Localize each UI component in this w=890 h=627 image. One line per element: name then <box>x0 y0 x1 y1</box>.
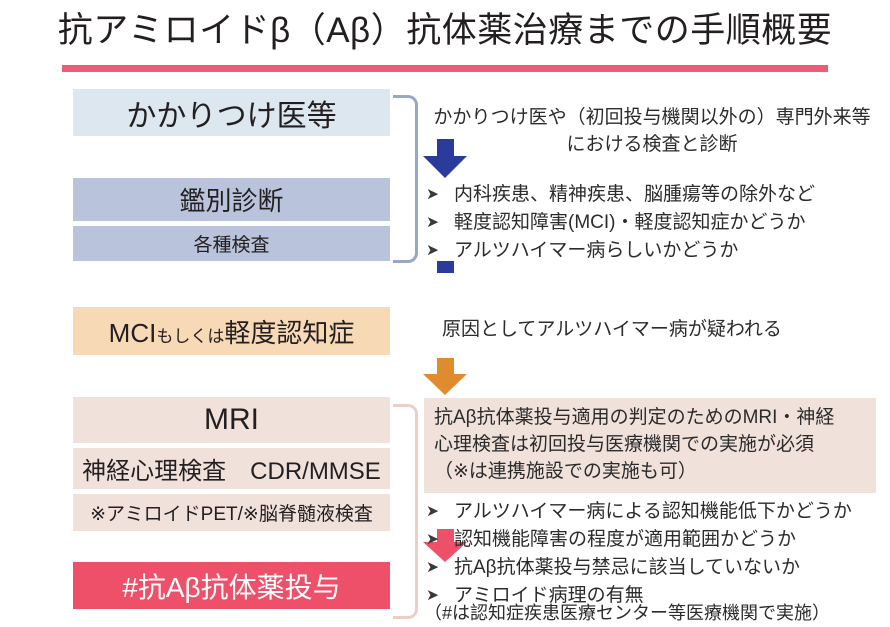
flow-box-differential-diagnosis-label: 鑑別診断 <box>179 186 284 216</box>
flow-box-mri-label: MRI <box>204 403 259 436</box>
list-item: 内科疾患、精神疾患、脳腫瘍等の除外など <box>424 181 815 209</box>
note-mri-requirement: 抗Aβ抗体薬投与適用の判定のためのMRI・神経 心理検査は初回投与医療機関での実… <box>424 398 876 493</box>
flow-box-mci-main: MCI <box>108 317 157 348</box>
flow-box-antibody-administration-label: #抗Aβ抗体薬投与 <box>122 571 341 603</box>
flow-box-mci-tail: 軽度認知症 <box>224 317 355 348</box>
note-primary-care-line2: における検査と診断 <box>566 134 738 155</box>
note-mci-cause: 原因としてアルツハイマー病が疑われる <box>442 319 782 340</box>
bullet-list-diagnosis: 内科疾患、精神疾患、脳腫瘍等の除外など 軽度認知障害(MCI)・軽度認知症かどう… <box>424 181 815 265</box>
title-underline-rule <box>62 65 828 72</box>
list-item: 抗Aβ抗体薬投与禁忌に該当していないか <box>424 554 852 582</box>
arrow-head <box>423 156 467 178</box>
bracket-diagnosis-group <box>393 95 418 263</box>
bracket-treatment-group <box>393 404 418 619</box>
list-item: 認知機能障害の程度が適用範囲かどうか <box>424 526 852 554</box>
arrow-down-blue <box>423 139 467 178</box>
arrow-head <box>423 374 467 395</box>
flow-box-neuropsych-test: 神経心理検査 CDR/MMSE <box>73 448 390 489</box>
list-item: アルツハイマー病による認知機能低下かどうか <box>424 498 852 526</box>
flow-box-primary-care: かかりつけ医等 <box>73 89 390 136</box>
arrow-shaft <box>436 358 454 374</box>
flow-box-differential-diagnosis: 鑑別診断 <box>73 178 390 221</box>
flow-box-neuropsych-test-label: 神経心理検査 CDR/MMSE <box>82 458 381 485</box>
note-footnote-hash: （#は認知症疾患医療センター等医療機関で実施） <box>424 603 831 623</box>
list-item: アルツハイマー病らしいかどうか <box>424 237 815 265</box>
bullet-list-eligibility: アルツハイマー病による認知機能低下かどうか 認知機能障害の程度が適用範囲かどうか… <box>424 498 852 610</box>
note-primary-care-line1: かかりつけ医や（初回投与機関以外の）専門外来等 <box>433 107 871 128</box>
list-item: アミロイド病理の有無 <box>424 582 852 610</box>
arrow-shaft <box>436 139 454 156</box>
flow-box-amyloid-pet-csf: ※アミロイドPET/※脳脊髄液検査 <box>73 494 390 531</box>
flow-box-amyloid-pet-csf-label: ※アミロイドPET/※脳脊髄液検査 <box>90 504 373 525</box>
flow-box-mci: MCIもしくは軽度認知症 <box>73 307 390 355</box>
flow-box-mci-mid: もしくは <box>156 326 225 346</box>
page-title-text: 抗アミロイドβ（Aβ）抗体薬治療までの手順概要 <box>57 11 833 50</box>
flow-box-primary-care-label: かかりつけ医等 <box>126 99 337 133</box>
flow-box-various-exams: 各種検査 <box>73 226 390 261</box>
note-mri-requirement-line3: （※は連携施設での実施も可） <box>434 461 697 482</box>
flow-box-various-exams-label: 各種検査 <box>193 235 270 256</box>
note-mri-requirement-line1: 抗Aβ抗体薬投与適用の判定のためのMRI・神経 <box>434 407 835 428</box>
flow-box-antibody-administration: #抗Aβ抗体薬投与 <box>73 562 390 609</box>
list-item: 軽度認知障害(MCI)・軽度認知症かどうか <box>424 209 815 237</box>
note-primary-care: かかりつけ医や（初回投与機関以外の）専門外来等 における検査と診断 <box>424 104 880 158</box>
page-title: 抗アミロイドβ（Aβ）抗体薬治療までの手順概要 <box>0 8 890 54</box>
flow-box-mri: MRI <box>73 397 390 443</box>
note-mri-requirement-line2: 心理検査は初回投与医療機関での実施が必須 <box>434 434 815 455</box>
arrow-down-orange <box>423 358 467 395</box>
flow-box-mci-label: MCIもしくは軽度認知症 <box>109 313 355 350</box>
